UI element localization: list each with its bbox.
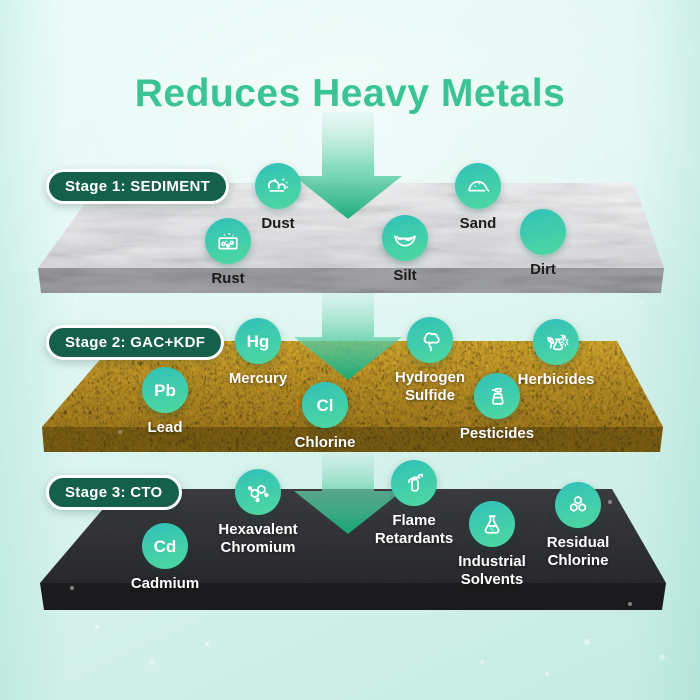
contaminant-label: Rust <box>211 270 245 287</box>
herbicides-icon <box>533 319 579 365</box>
contaminant-label: Hexavalent Chromium <box>218 521 298 556</box>
contaminant-item: Hexavalent Chromium <box>198 469 318 556</box>
contaminant-item: Rust <box>168 218 288 288</box>
sediment-layer <box>38 183 664 293</box>
hexavalent-chromium-icon <box>235 469 281 515</box>
contaminant-label: Industrial Solvents <box>458 553 526 588</box>
stage-3-badge: Stage 3: CTO <box>46 475 182 510</box>
sand-icon <box>455 163 501 209</box>
contaminant-label: Herbicides <box>517 371 595 388</box>
cadmium-icon: Cd <box>142 523 188 569</box>
chlorine-icon: Cl <box>302 382 348 428</box>
contaminant-item: Dirt <box>483 209 603 279</box>
contaminant-item: Herbicides <box>496 319 616 389</box>
contaminant-label: Hydrogen Sulfide <box>394 369 465 404</box>
industrial-solvents-icon <box>469 501 515 547</box>
page-title: Reduces Heavy Metals <box>134 72 566 116</box>
contaminant-label: Cadmium <box>130 575 200 592</box>
element-symbol: Hg <box>246 331 270 351</box>
pesticides-icon <box>474 373 520 419</box>
element-symbol: Pb <box>154 380 176 400</box>
contaminant-item: Hydrogen Sulfide <box>370 317 490 404</box>
mercury-icon: Hg <box>235 318 281 364</box>
stage-1-badge: Stage 1: SEDIMENT <box>46 169 230 204</box>
flame-retardants-icon <box>391 460 437 506</box>
element-symbol: Cd <box>153 536 177 556</box>
rust-icon <box>205 218 251 264</box>
contaminant-label: Residual Chlorine <box>546 534 610 569</box>
contaminant-label: Silt <box>393 267 417 284</box>
contaminant-label: Pesticides <box>459 425 535 442</box>
residual-chlorine-icon <box>555 482 601 528</box>
hydrogen-sulfide-icon <box>407 317 453 363</box>
contaminant-label: Dirt <box>530 261 556 278</box>
stage-2-badge: Stage 2: GAC+KDF <box>46 325 225 360</box>
contaminant-label: Dust <box>261 215 295 232</box>
contaminant-item: Residual Chlorine <box>518 482 638 569</box>
contaminant-label: Mercury <box>228 370 288 387</box>
dirt-icon <box>520 209 566 255</box>
contaminant-item: Dust <box>218 163 338 233</box>
contaminant-label: Sand <box>459 215 497 232</box>
contaminant-item: Pesticides <box>437 373 557 443</box>
lead-icon: Pb <box>142 367 188 413</box>
contaminant-item: Silt <box>345 215 465 285</box>
contaminant-label: Lead <box>147 419 183 436</box>
dust-icon <box>255 163 301 209</box>
element-symbol: Cl <box>316 395 334 415</box>
silt-icon <box>382 215 428 261</box>
contaminant-item: Sand <box>418 163 538 233</box>
contaminant-item: Industrial Solvents <box>432 501 552 588</box>
contaminant-label: Chlorine <box>294 434 356 451</box>
